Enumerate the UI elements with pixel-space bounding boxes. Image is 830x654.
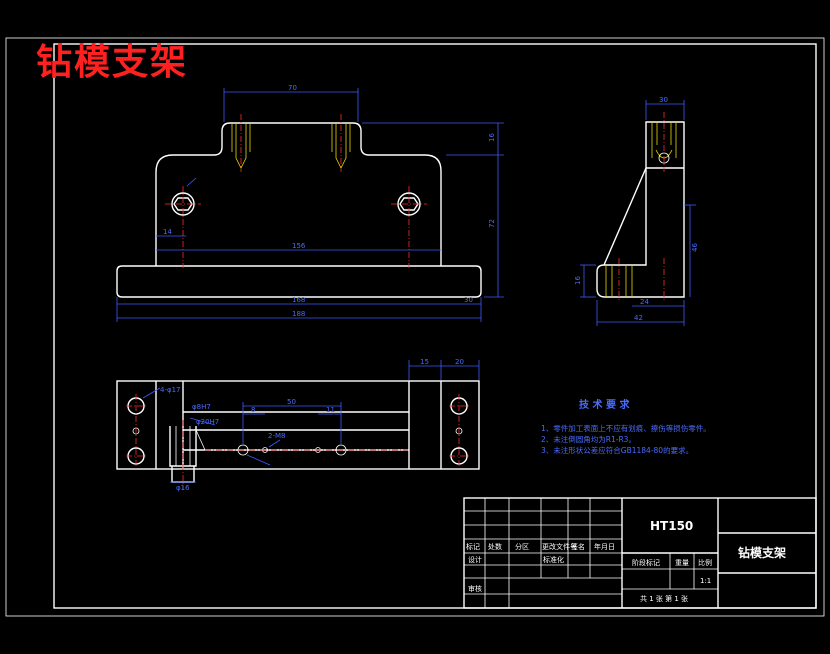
side-view: 30 46 16 24 42 [574, 96, 699, 326]
front-dim-30: 30 [464, 296, 473, 304]
front-dim-156: 156 [292, 242, 306, 250]
front-dim-70: 70 [288, 84, 297, 92]
front-dim-14: 14 [163, 228, 172, 236]
tb-sheet-info: 共 1 张 第 1 张 [640, 594, 688, 603]
front-view: 70 16 72 14 156 168 188 30 [116, 84, 504, 322]
tb-stage-label: 阶段标记 [632, 558, 660, 567]
front-dim-168: 168 [292, 296, 305, 304]
tech-req-item-2: 2、未注倒圆角均为R1-R3。 [541, 434, 636, 444]
top-dim-11: 11 [326, 406, 335, 414]
front-dim-72: 72 [488, 219, 496, 228]
front-dim-188: 188 [292, 310, 305, 318]
tb-header-signature: 签名 [571, 542, 585, 551]
top-dim-phi20h7: φ20H7 [196, 418, 219, 426]
top-dim-50: 50 [287, 398, 296, 406]
side-dim-16: 16 [574, 276, 582, 285]
tb-header-change-doc: 更改文件号 [542, 542, 577, 551]
tech-req-item-3: 3、未注形状公差应符合GB1184-80的要求。 [541, 445, 693, 455]
tb-weight-label: 重量 [675, 559, 689, 567]
top-view: 15 20 50 8 11 φ8H7 2-M8 4-φ17 φ20H7 φ16 [116, 358, 480, 492]
top-dim-phi8h7: φ8H7 [192, 403, 211, 411]
technical-requirements: 技 术 要 求 1、零件加工表面上不应有划痕、擦伤等损伤零件。 2、未注倒圆角均… [541, 398, 711, 455]
title-block: 标记 处数 分区 更改文件号 签名 年月日 设计 标准化 审核 HT150 阶段… [463, 497, 817, 609]
tech-req-heading: 技 术 要 求 [579, 398, 630, 411]
front-dim-16: 16 [488, 133, 496, 142]
side-dim-42: 42 [634, 314, 643, 322]
tb-header-count: 处数 [488, 542, 502, 551]
tb-material: HT150 [650, 519, 693, 533]
tb-header-date: 年月日 [594, 542, 615, 551]
top-dim-15: 15 [420, 358, 429, 366]
top-dim-phi16: φ16 [176, 484, 190, 492]
tb-scale-value: 1:1 [700, 577, 711, 585]
drawing-title: 钻模支架 [36, 42, 188, 83]
tech-req-item-1: 1、零件加工表面上不应有划痕、擦伤等损伤零件。 [541, 423, 711, 433]
side-dim-24: 24 [640, 298, 649, 306]
tb-label-review: 审核 [468, 584, 482, 593]
top-dim-4-phi17: 4-φ17 [160, 386, 181, 394]
tb-header-mark: 标记 [466, 542, 480, 551]
side-dim-30: 30 [659, 96, 668, 104]
inner-frame [53, 43, 817, 609]
tb-label-standardization: 标准化 [543, 555, 564, 564]
outer-border [5, 37, 825, 617]
tb-part-name: 钻模支架 [738, 545, 786, 560]
top-dim-8: 8 [251, 406, 255, 414]
top-dim-20: 20 [455, 358, 464, 366]
side-dim-46: 46 [691, 243, 699, 252]
tb-header-zone: 分区 [515, 542, 529, 551]
top-dim-2-m8: 2-M8 [268, 432, 285, 440]
tb-label-design: 设计 [468, 555, 482, 564]
tb-scale-label: 比例 [698, 558, 712, 567]
